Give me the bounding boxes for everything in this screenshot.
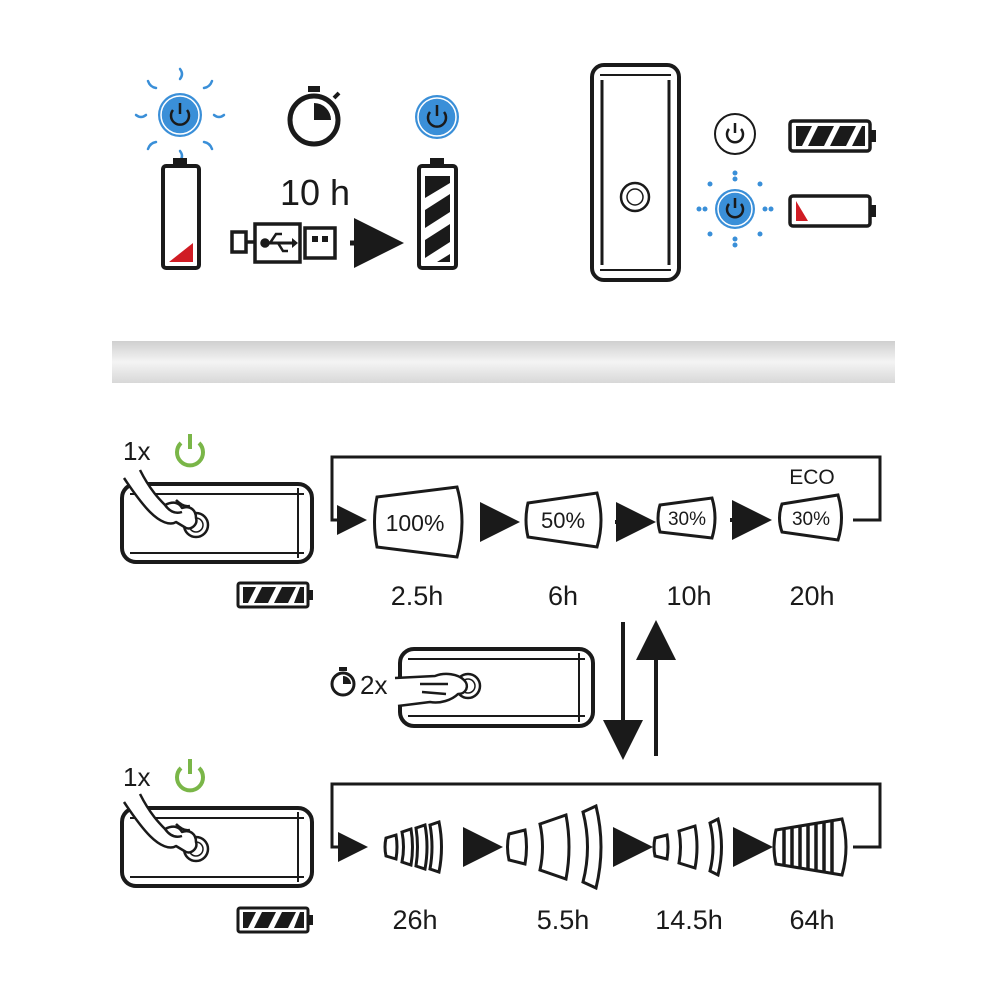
flash-pattern-1-icon	[383, 820, 443, 874]
power-green-icon	[175, 759, 205, 793]
power-blue-icon	[415, 95, 459, 139]
charging-section: 10 h	[134, 67, 459, 270]
power-green-icon	[175, 434, 205, 468]
hand-press-icon	[394, 672, 469, 708]
runtime-label: 2.5h	[391, 581, 444, 611]
runtime-label: 14.5h	[655, 905, 723, 935]
mode-3-label: 30%	[668, 509, 706, 530]
runtime-label: 10h	[666, 581, 711, 611]
flash-pattern-3-icon	[652, 816, 723, 878]
press-count-label: 1x	[123, 436, 150, 466]
light-front-view	[590, 63, 681, 282]
hand-press-icon	[122, 469, 198, 530]
battery-full-icon	[417, 158, 458, 270]
runtime-label: 64h	[789, 905, 834, 935]
power-flashing-icon	[134, 67, 226, 163]
flash-pattern-2-icon	[506, 803, 603, 891]
mode-2-beam: 50%	[524, 491, 603, 549]
power-white-icon	[714, 113, 756, 155]
mode-group-1: 1x	[120, 434, 882, 611]
press-count-label: 1x	[123, 762, 150, 792]
stopwatch-small-icon	[330, 667, 356, 697]
battery-low-icon	[161, 158, 201, 270]
mode-group-2: 1x	[120, 759, 882, 935]
mode-switch: 2x	[330, 620, 676, 760]
section-separator	[112, 341, 895, 383]
light-button-icon	[619, 181, 651, 213]
runtime-label: 20h	[789, 581, 834, 611]
runtime-label: 5.5h	[537, 905, 590, 935]
power-blue-flashing-icon	[696, 170, 774, 248]
mode-4-tag: ECO	[789, 466, 835, 489]
runtime-label: 26h	[392, 905, 437, 935]
mode-1-beam: 100%	[373, 485, 464, 559]
indicator-normal	[714, 113, 876, 155]
mode-2-label: 50%	[541, 508, 585, 533]
runtime-label: 6h	[548, 581, 578, 611]
battery-horizontal-full-icon	[236, 906, 313, 934]
indicator-low	[696, 170, 876, 248]
double-press-label: 2x	[360, 670, 387, 700]
usb-plug-icon	[230, 222, 337, 264]
flash-pattern-4-icon	[772, 817, 848, 877]
stopwatch-icon	[287, 86, 341, 147]
mode-3-beam: 30%	[656, 496, 717, 540]
hand-press-icon	[122, 793, 198, 854]
charge-time-label: 10 h	[280, 172, 350, 213]
mode-4-beam: ECO 30%	[778, 466, 843, 542]
mode-1-label: 100%	[386, 510, 445, 536]
mode-4-label: 30%	[792, 509, 830, 530]
battery-horizontal-full-icon	[788, 119, 876, 153]
battery-horizontal-full-icon	[236, 581, 313, 609]
battery-horizontal-low-icon	[788, 194, 876, 228]
